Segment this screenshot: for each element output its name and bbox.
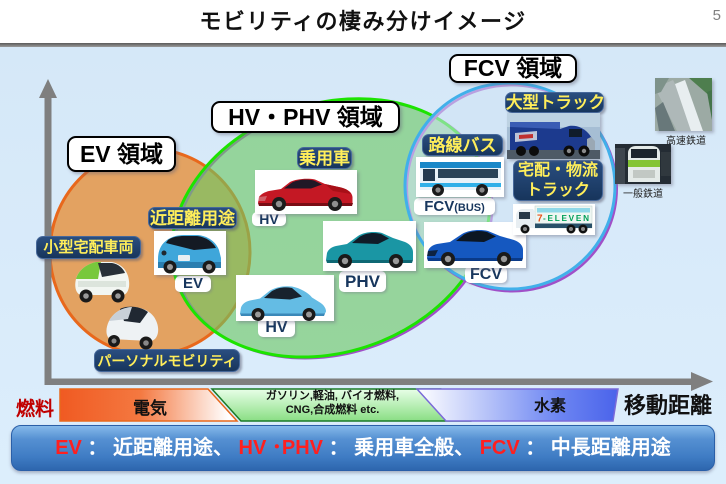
svg-text:7: 7 (537, 214, 543, 225)
svg-text:-ELEVEN: -ELEVEN (543, 214, 589, 223)
